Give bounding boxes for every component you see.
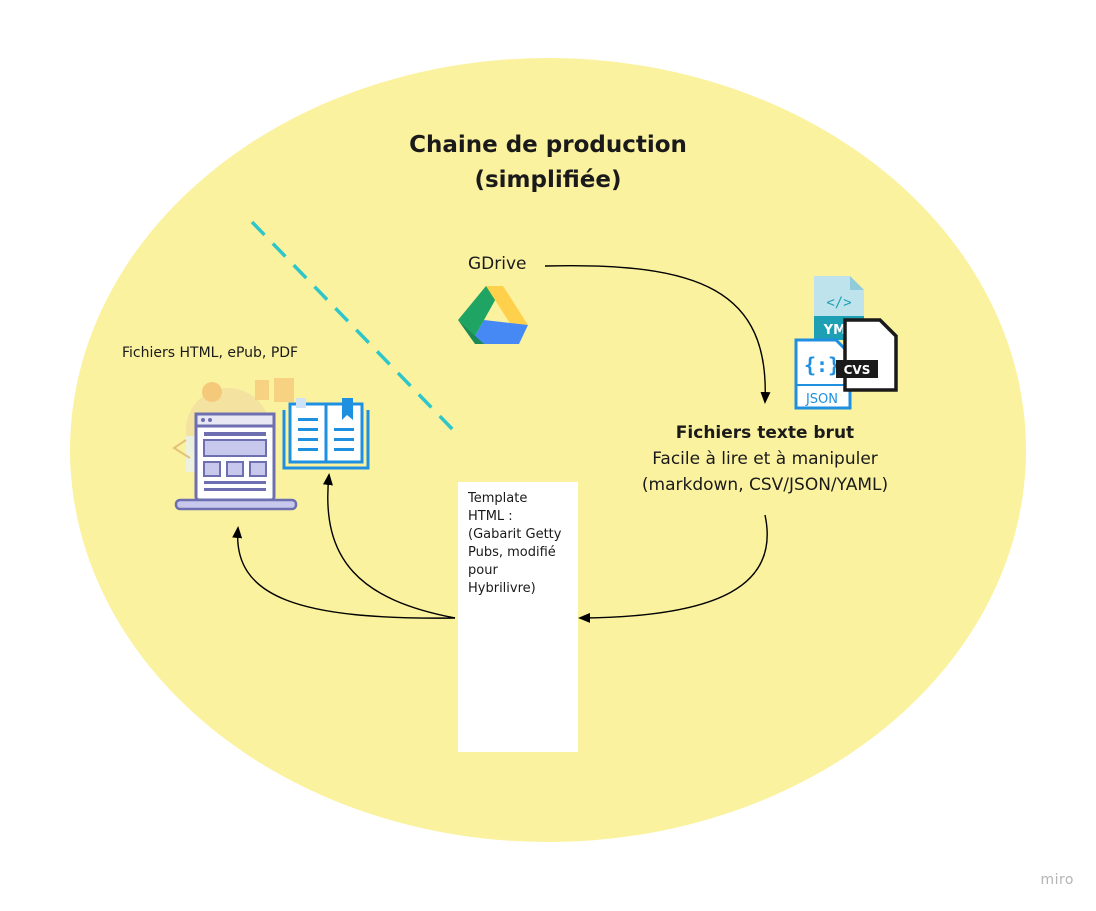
template-line: Template: [468, 491, 528, 506]
template-line: Hybrilivre): [468, 581, 536, 596]
json-badge-label: JSON: [805, 392, 838, 407]
background-ellipse: [70, 58, 1026, 842]
template-line: HTML :: [468, 509, 513, 524]
template-card: Template HTML : (Gabarit Getty Pubs, mod…: [458, 482, 578, 752]
template-line: Pubs, modifié: [468, 545, 556, 560]
arrow-raw-to-template: [578, 514, 768, 623]
svg-text:</>: </>: [826, 295, 851, 311]
outputs-label: Fichiers HTML, ePub, PDF: [122, 345, 299, 361]
raw-files-line3: (markdown, CSV/JSON/YAML): [641, 475, 889, 495]
csv-badge-label: CVS: [844, 363, 871, 377]
gdrive-label: GDrive: [468, 254, 527, 274]
diagram-title-line1: Chaine de production: [409, 132, 687, 158]
diagram-title-line2: (simplifiée): [474, 167, 622, 193]
template-line: pour: [468, 563, 498, 578]
diagram-title: Chaine de production (simplifiée): [348, 128, 748, 198]
arrow-template-to-website: [232, 526, 456, 619]
arrow-template-to-book: [322, 473, 456, 619]
template-line: (Gabarit Getty: [468, 527, 562, 542]
raw-files-block: Fichiers texte brut Facile à lire et à m…: [600, 420, 930, 498]
svg-text:{:}: {:}: [804, 353, 840, 377]
google-drive-icon: [458, 286, 528, 344]
template-description: Template HTML : (Gabarit Getty Pubs, mod…: [468, 490, 572, 598]
csv-file-icon: CVS: [836, 318, 898, 392]
open-book-icon: [282, 398, 370, 470]
dashed-divider: [250, 220, 460, 437]
raw-files-title: Fichiers texte brut: [675, 423, 855, 443]
website-laptop-icon: [172, 378, 298, 511]
raw-files-line2: Facile à lire et à manipuler: [652, 449, 878, 469]
json-file-icon: {:} JSON: [794, 338, 852, 410]
miro-watermark: miro: [1040, 872, 1074, 888]
arrow-gdrive-to-raw: [544, 264, 771, 404]
